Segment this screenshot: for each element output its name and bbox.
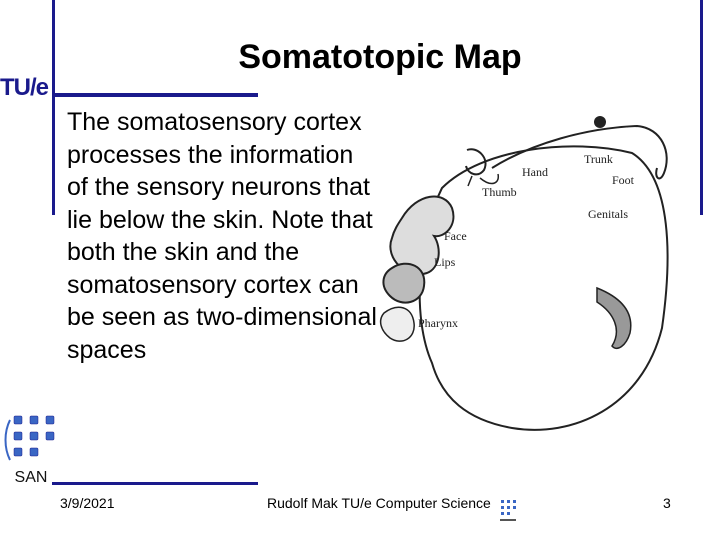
label-lips: Lips (434, 255, 456, 269)
label-hand: Hand (522, 165, 548, 179)
left-vertical-rule (52, 0, 55, 215)
san-logo-text: SAN (15, 469, 48, 486)
label-pharynx: Pharynx (418, 316, 458, 330)
title-underline (52, 93, 258, 97)
tongue-shape (379, 306, 415, 342)
footer-rule (52, 482, 258, 485)
face-shape (389, 195, 455, 276)
label-face: Face (444, 229, 467, 243)
label-foot: Foot (612, 173, 635, 187)
slide-body-text: The somatosensory cortex processes the i… (67, 108, 377, 364)
label-genitals: Genitals (588, 207, 628, 221)
label-trunk: Trunk (584, 152, 613, 166)
fingers-shape (467, 173, 500, 187)
footer-author: Rudolf Mak TU/e Computer Science (267, 495, 491, 511)
page-number: 3 (663, 495, 671, 511)
head-shape (594, 116, 606, 128)
footer-date: 3/9/2021 (60, 495, 115, 511)
homunculus-figure: Trunk Hand Foot Thumb Genitals Face Lips… (379, 116, 669, 431)
san-logo: SAN (4, 415, 55, 486)
lips-shape (382, 262, 426, 304)
cortex-outline (418, 145, 669, 431)
right-vertical-rule (700, 0, 703, 215)
label-thumb: Thumb (482, 185, 517, 199)
hand-shape (465, 148, 487, 176)
trunk-arc (491, 124, 668, 180)
slide-title: Somatotopic Map (238, 38, 522, 76)
viscera-shape (596, 286, 632, 350)
san-logo-small (500, 500, 516, 521)
tue-logo: TU/e (0, 74, 49, 101)
